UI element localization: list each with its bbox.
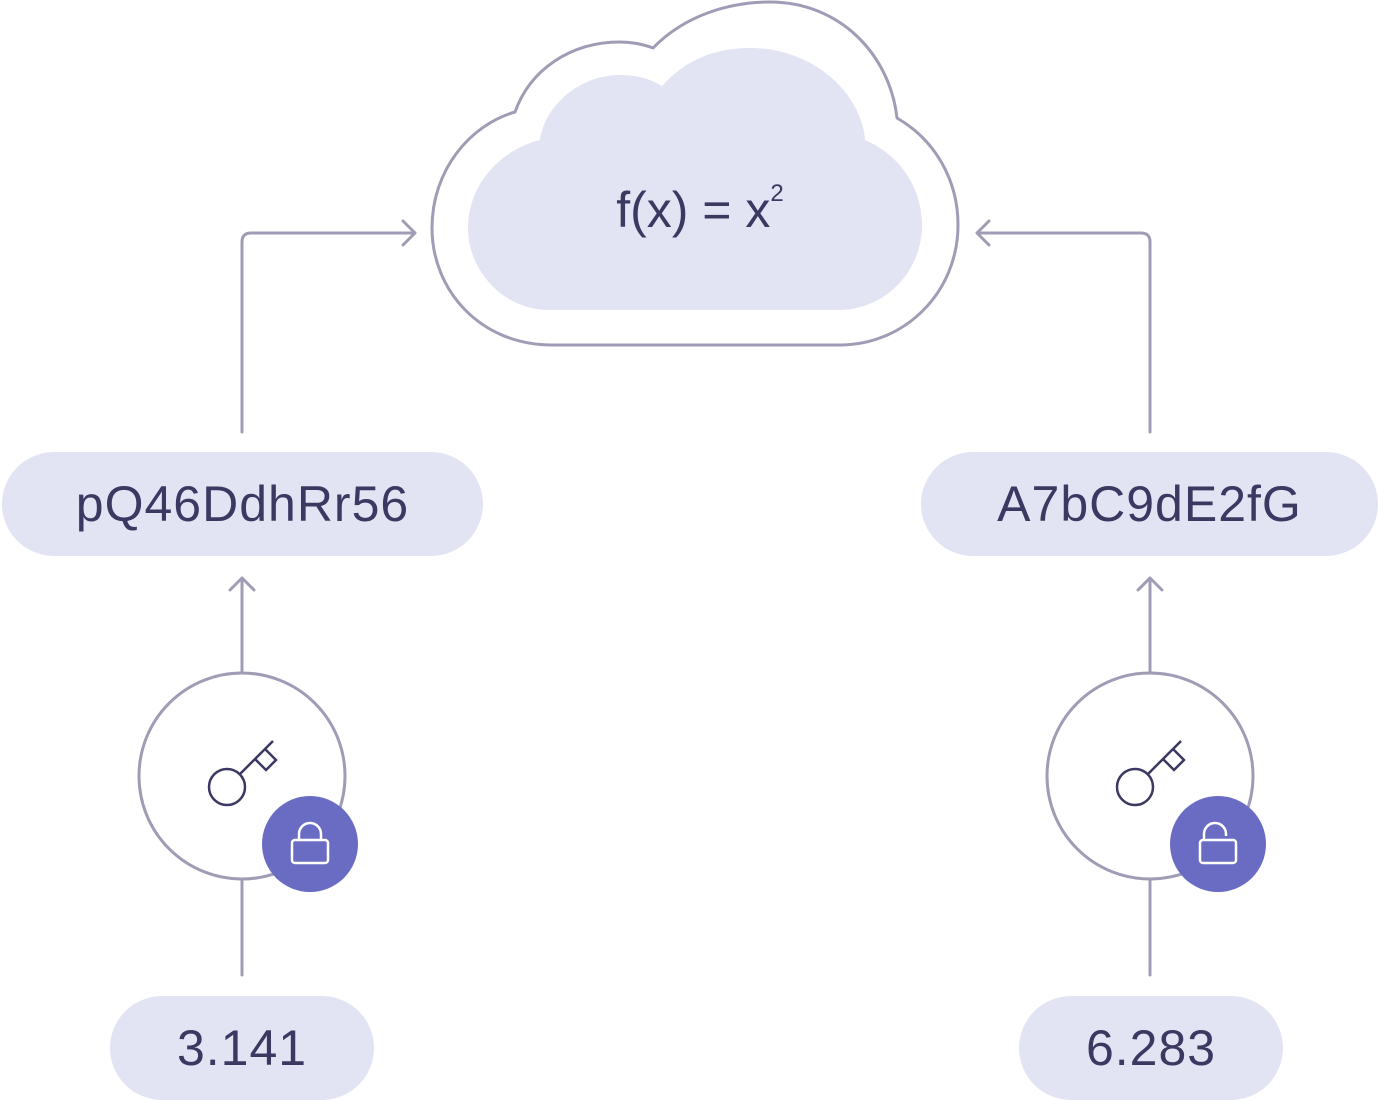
right-arrow-to-key <box>1136 576 1164 674</box>
right-key-label: A7bC9dE2fG <box>921 452 1378 556</box>
cloud-fill <box>468 48 922 310</box>
lock-icon-locked <box>262 796 358 892</box>
key-icon <box>207 740 278 807</box>
cloud-outline <box>430 0 960 347</box>
left-arrow-to-key <box>228 576 256 674</box>
function-exponent: 2 <box>770 180 784 207</box>
cloud-function: f(x) = x2 <box>560 180 840 239</box>
lock-icon-unlocked <box>1170 796 1266 892</box>
key-icon <box>1115 740 1186 807</box>
left-value: 3.141 <box>110 996 374 1100</box>
left-key-label: pQ46DdhRr56 <box>2 452 483 556</box>
right-arrow-to-cloud <box>975 219 1152 434</box>
function-text: f(x) = x <box>616 182 771 238</box>
left-arrow-to-cloud <box>240 219 417 434</box>
right-value: 6.283 <box>1019 996 1283 1100</box>
